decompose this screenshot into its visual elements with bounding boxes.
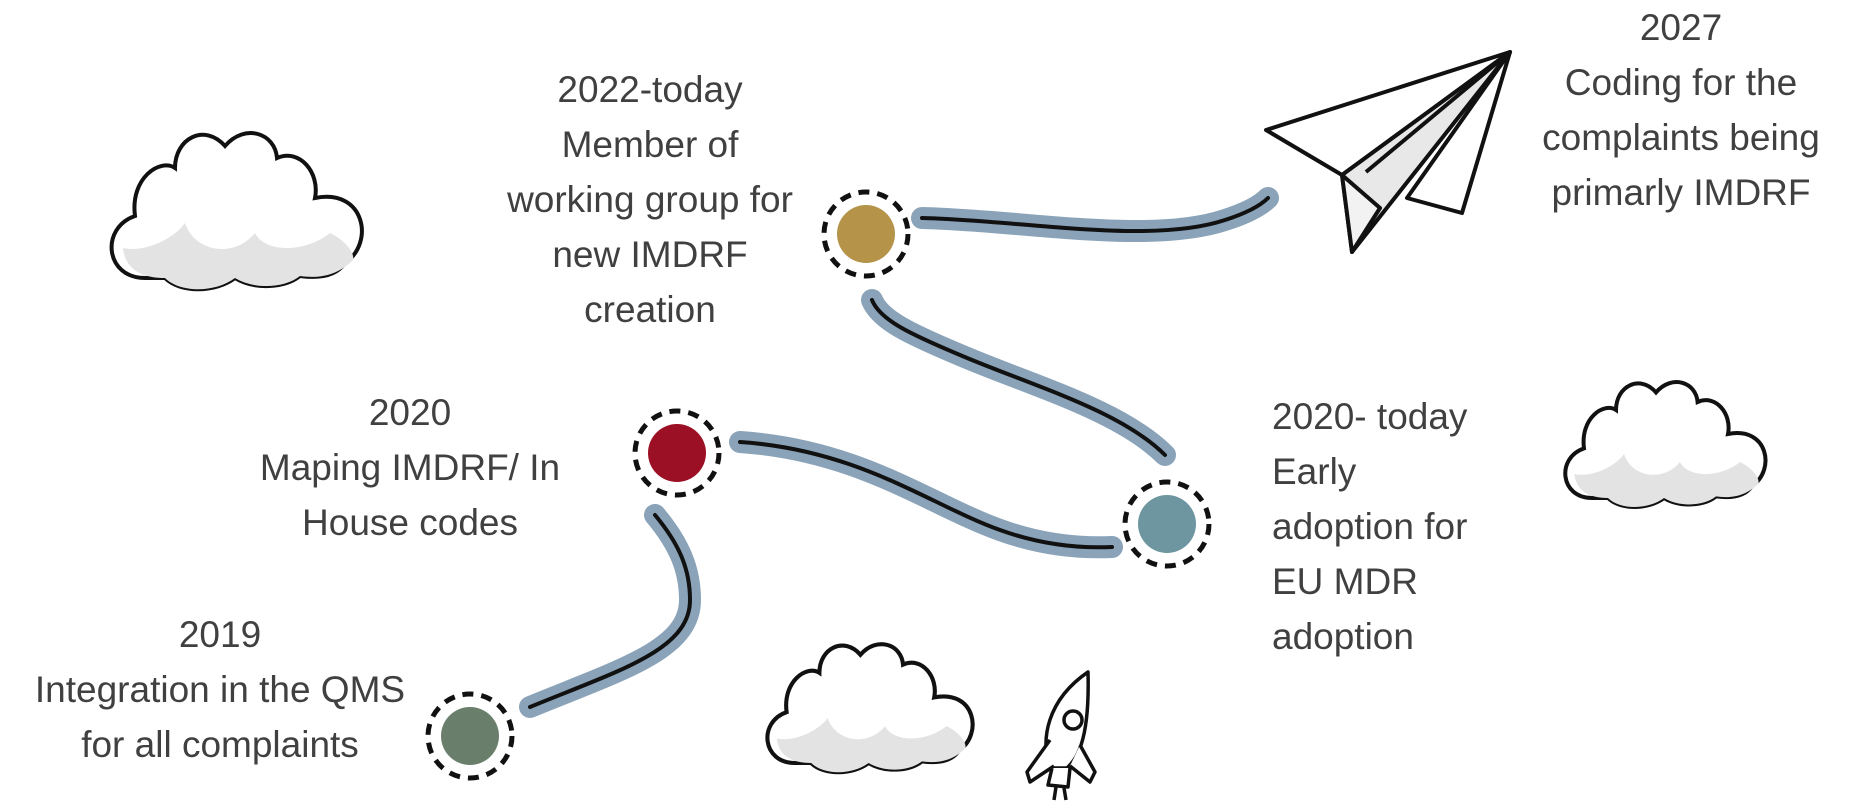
milestone-year: 2019: [178, 614, 262, 655]
milestone-text-line: Coding for the: [1564, 62, 1798, 103]
milestone-text-line: adoption: [1272, 616, 1414, 657]
milestone-text-line: new IMDRF: [552, 234, 748, 275]
milestone-text-line: Early: [1272, 451, 1357, 492]
milestone-label-2027: 2027 Coding for the complaints being pri…: [1506, 0, 1856, 220]
path-segment-2020-2020today: [729, 431, 1123, 559]
milestone-dot-2019: [441, 707, 499, 765]
milestone-label-2020-today: 2020- today Early adoption for EU MDR ad…: [1272, 389, 1602, 664]
paper-plane-icon: [1264, 50, 1512, 254]
milestone-dot-2020: [648, 424, 706, 482]
path-segment-2020today-2022: [861, 289, 1176, 466]
milestone-text-line: for all complaints: [81, 724, 359, 765]
milestone-text-line: primarly IMDRF: [1551, 172, 1811, 213]
cloud-icon: [765, 642, 975, 775]
milestone-label-2020: 2020 Maping IMDRF/ In House codes: [210, 385, 610, 550]
milestone-year: 2020: [368, 392, 452, 433]
milestone-text-line: Maping IMDRF/ In: [259, 447, 561, 488]
milestone-text-line: complaints being: [1542, 117, 1820, 158]
milestone-dot-2022: [837, 205, 895, 263]
path-segment-2019-2020: [519, 504, 702, 718]
cloud-icon: [1563, 380, 1768, 509]
milestone-label-2019: 2019 Integration in the QMS for all comp…: [0, 607, 440, 772]
milestone-text-line: adoption for: [1272, 506, 1468, 547]
milestone-year: 2022-today: [557, 69, 743, 110]
milestone-year: 2027: [1639, 7, 1723, 48]
milestone-node-2019: [425, 691, 515, 781]
milestone-node-2022: [821, 189, 911, 279]
timeline-path: [519, 187, 1279, 718]
milestone-text-line: creation: [584, 289, 716, 330]
milestone-text-line: EU MDR: [1272, 561, 1418, 602]
milestone-year: 2020- today: [1272, 396, 1468, 437]
milestone-node-2020-today: [1122, 479, 1212, 569]
milestone-text-line: Member of: [561, 124, 739, 165]
milestone-label-2022: 2022-today Member of working group for n…: [460, 62, 840, 337]
milestone-text-line: working group for: [507, 179, 793, 220]
milestone-dot-2020-today: [1138, 495, 1196, 553]
milestone-node-2020: [632, 408, 722, 498]
milestone-text-line: Integration in the QMS: [34, 669, 406, 710]
milestone-text-line: House codes: [302, 502, 518, 543]
rocket-icon: [1025, 670, 1097, 801]
path-segment-2022-2027: [911, 187, 1279, 243]
cloud-icon: [109, 131, 364, 292]
